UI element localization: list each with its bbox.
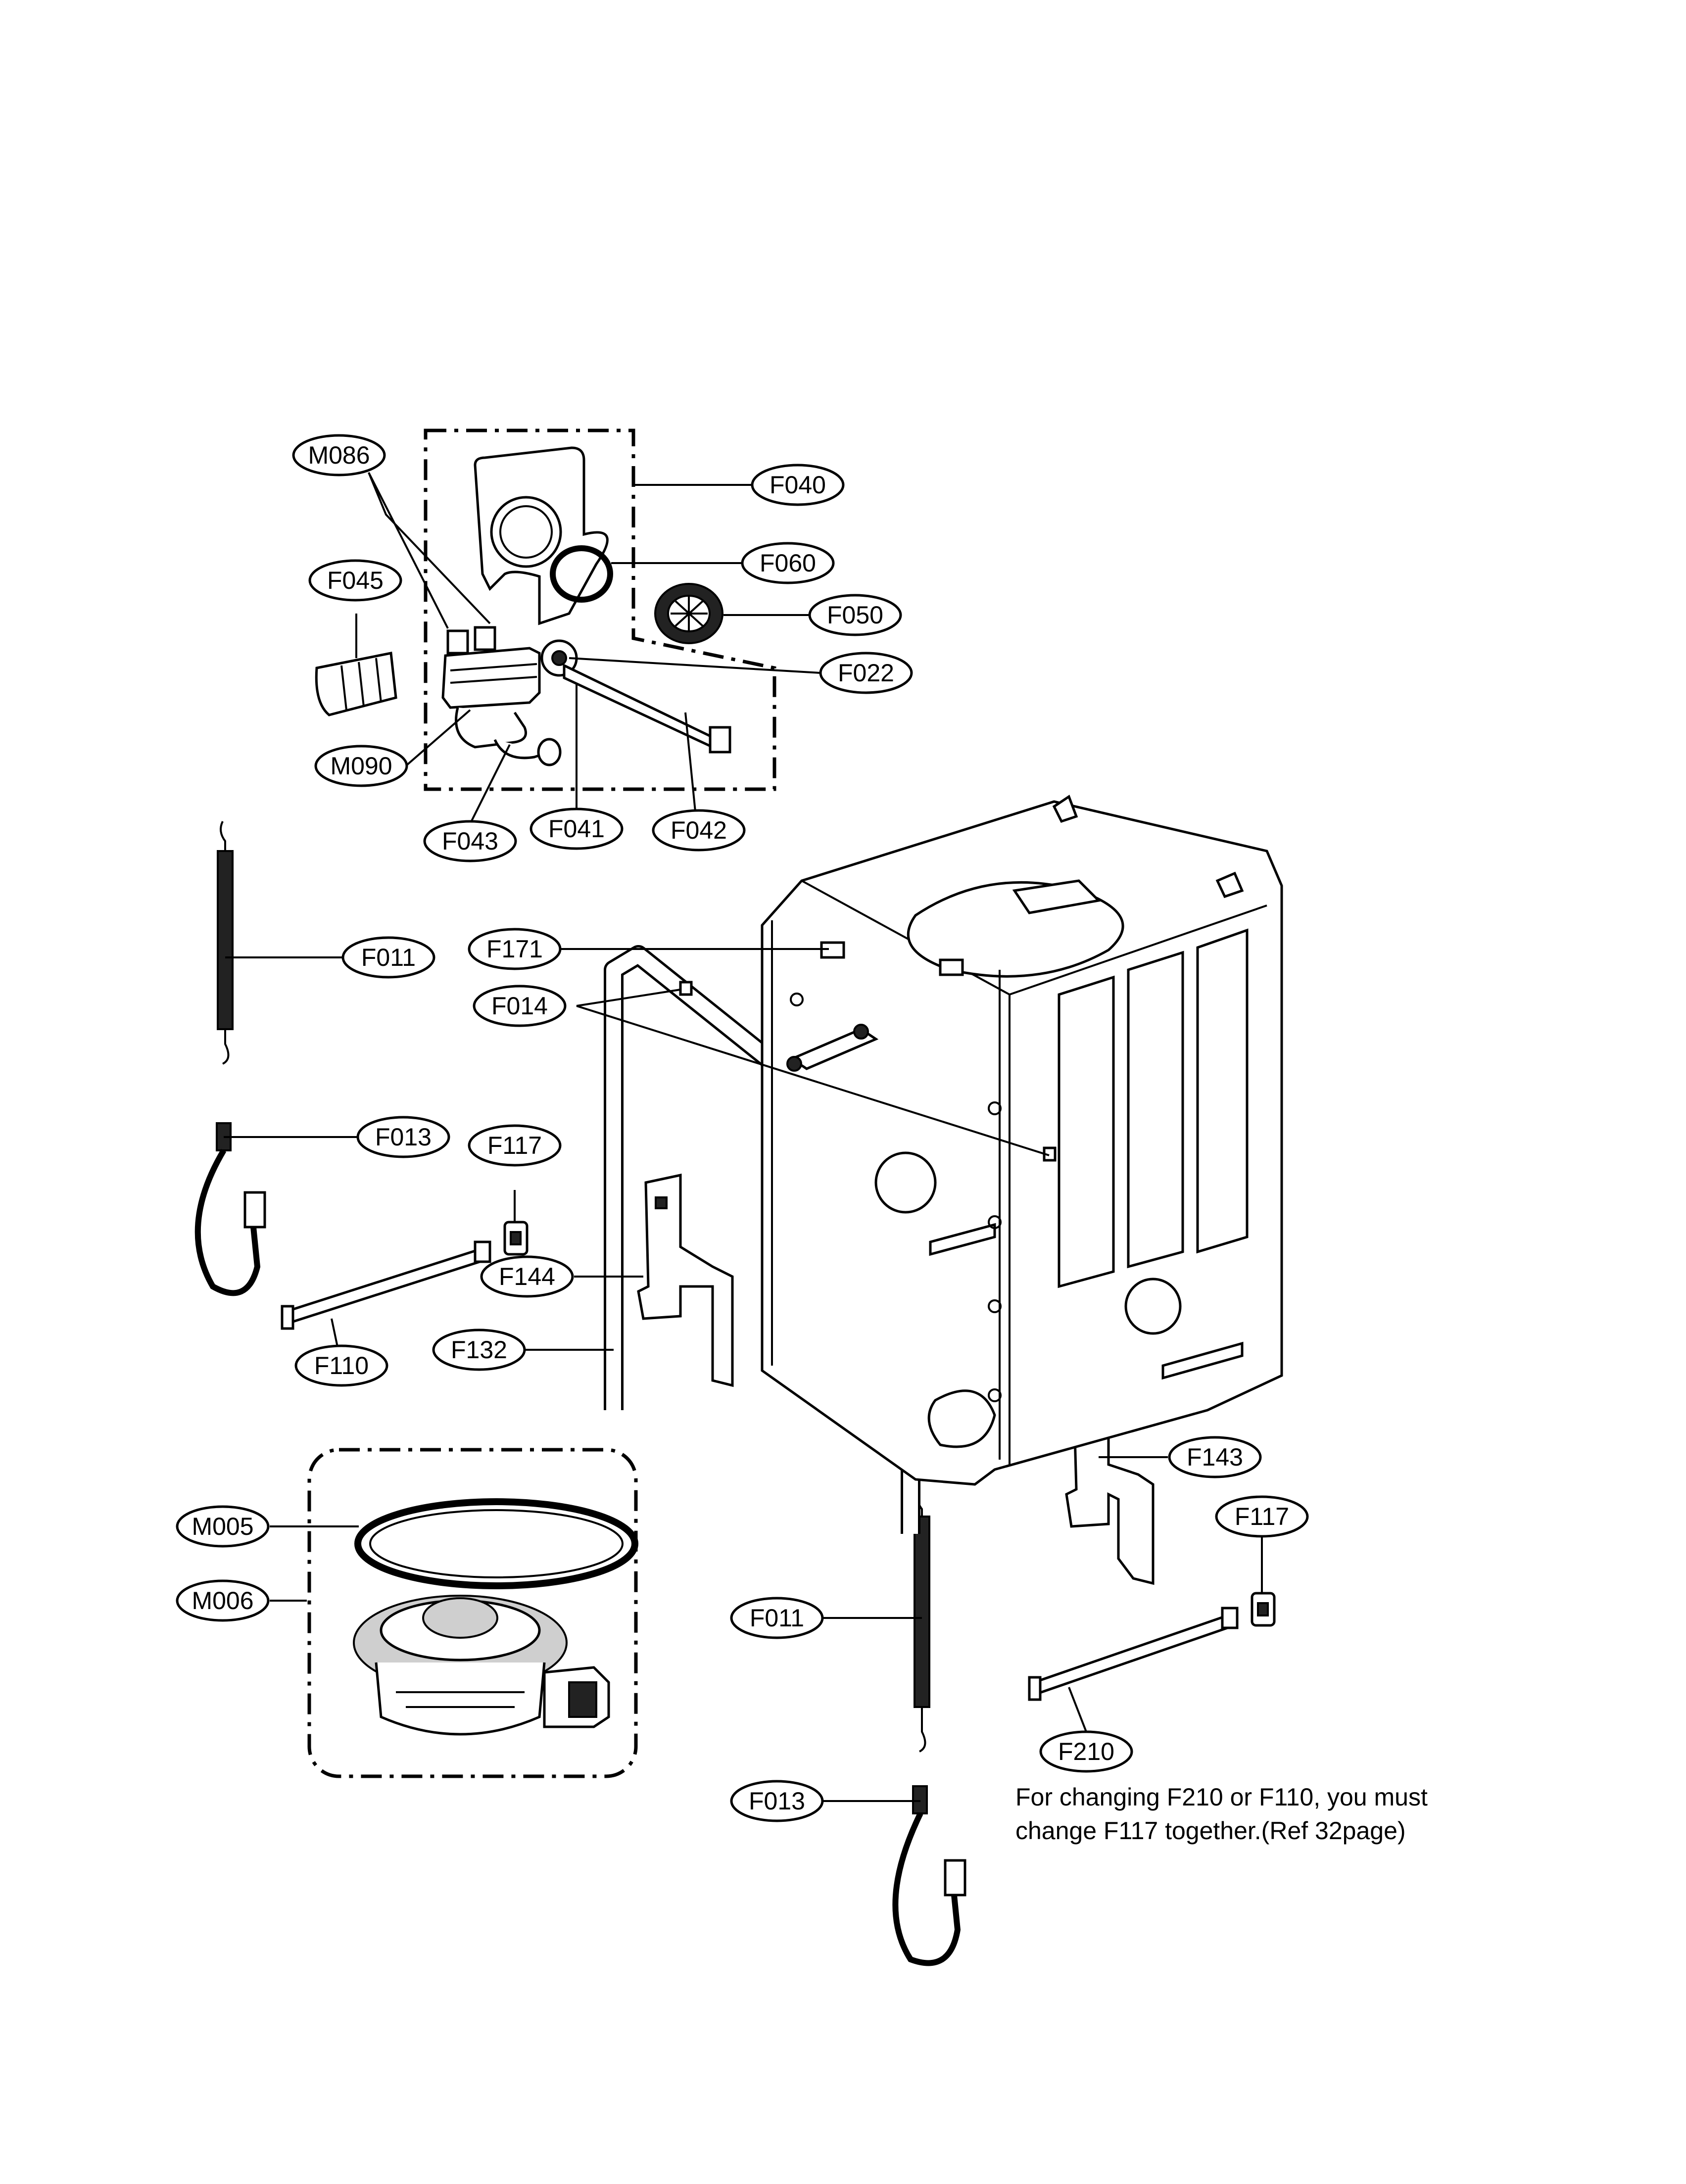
callout-F050: F050 (808, 594, 902, 636)
svg-text:F045: F045 (327, 567, 384, 594)
svg-text:F210: F210 (1058, 1738, 1114, 1765)
callout-F117-right: F117 (1215, 1495, 1309, 1538)
motor-gasket-ring (354, 1498, 638, 1589)
svg-text:F011: F011 (750, 1604, 804, 1632)
callout-M006: M006 (176, 1579, 270, 1622)
rail-clip-right (1251, 1592, 1276, 1627)
callout-F210: F210 (1039, 1730, 1133, 1773)
callout-M086: M086 (292, 434, 386, 476)
svg-text:F117: F117 (487, 1132, 542, 1159)
svg-text:F050: F050 (827, 601, 883, 629)
callout-F011-left: F011 (341, 936, 435, 979)
callout-F011-right: F011 (730, 1597, 824, 1639)
svg-text:F022: F022 (838, 659, 894, 687)
inlet-cover-plate (474, 446, 609, 625)
door-cable-right (892, 1785, 966, 1966)
door-rail-left (281, 1240, 491, 1330)
callout-F013-left: F013 (356, 1116, 450, 1158)
rail-clip-left (503, 1221, 529, 1256)
door-spring-right (914, 1489, 930, 1753)
callout-F022: F022 (819, 652, 913, 694)
callout-F060: F060 (741, 542, 835, 584)
callout-F045: F045 (308, 559, 402, 602)
note-line-1: For changing F210 or F110, you must (1015, 1783, 1428, 1811)
callout-F043: F043 (423, 820, 517, 862)
svg-text:M086: M086 (308, 441, 370, 469)
hinge-bracket-left (637, 1173, 734, 1387)
svg-text:F110: F110 (314, 1352, 369, 1379)
duct-cover (315, 652, 397, 716)
callout-M005: M005 (176, 1505, 270, 1548)
callout-F132: F132 (432, 1329, 526, 1371)
door-cable-left (194, 1122, 266, 1296)
svg-text:F143: F143 (1187, 1443, 1243, 1471)
callout-F040: F040 (751, 464, 845, 506)
callout-M090: M090 (314, 745, 408, 787)
replacement-note: For changing F210 or F110, you must chan… (1015, 1780, 1510, 1848)
svg-text:F043: F043 (442, 827, 498, 855)
leader-lines (224, 472, 1263, 1802)
callout-F041: F041 (530, 807, 624, 850)
svg-text:F011: F011 (361, 944, 416, 971)
motor-group-box (307, 1448, 638, 1778)
callout-F110: F110 (294, 1344, 388, 1387)
inlet-valve-body (441, 626, 731, 766)
inlet-group-box (424, 428, 776, 791)
svg-text:F171: F171 (486, 935, 543, 963)
callout-F171: F171 (468, 928, 562, 970)
svg-text:F013: F013 (375, 1123, 432, 1151)
callout-F042: F042 (652, 809, 746, 852)
o-ring (550, 545, 613, 603)
svg-text:M005: M005 (192, 1513, 253, 1540)
callout-F117-left: F117 (468, 1124, 562, 1167)
note-line-2: change F117 together.(Ref 32page) (1015, 1817, 1406, 1845)
svg-text:F014: F014 (491, 992, 548, 1020)
svg-text:F013: F013 (749, 1787, 805, 1815)
callout-F014: F014 (473, 985, 567, 1027)
svg-text:M006: M006 (192, 1587, 253, 1614)
svg-text:F060: F060 (760, 549, 816, 577)
wash-motor-sump (353, 1595, 610, 1736)
svg-text:F041: F041 (548, 815, 605, 843)
svg-text:F040: F040 (770, 471, 826, 499)
svg-text:F144: F144 (499, 1263, 555, 1290)
svg-text:F132: F132 (451, 1336, 507, 1364)
callout-F143: F143 (1168, 1436, 1262, 1478)
callout-F013-right: F013 (730, 1780, 824, 1822)
door-rail-right (1028, 1607, 1239, 1701)
svg-text:F042: F042 (671, 816, 727, 844)
callout-F144: F144 (480, 1255, 574, 1298)
svg-text:F117: F117 (1235, 1503, 1289, 1530)
svg-text:M090: M090 (330, 752, 392, 780)
tub-assembly (679, 795, 1283, 1486)
filter-disc (654, 583, 723, 644)
door-spring-left (217, 821, 234, 1065)
